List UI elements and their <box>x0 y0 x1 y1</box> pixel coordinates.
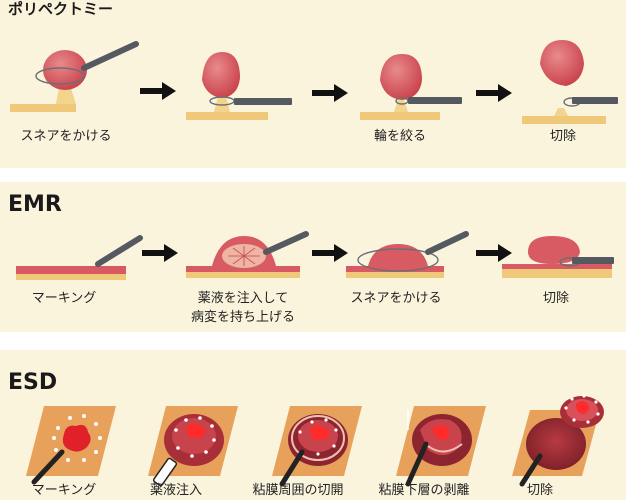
caption-polypectomy-resect: 切除 <box>549 129 577 144</box>
section-band-polypectomy <box>0 0 626 168</box>
caption-emr-resect: 切除 <box>542 291 570 306</box>
esd-step-1-figure <box>26 406 116 485</box>
emr-step-1-figure <box>16 235 143 280</box>
section-title-polypectomy: ポリペクトミー <box>8 0 114 18</box>
esd-step-2-figure <box>148 406 238 487</box>
arrow-3 <box>476 84 512 102</box>
emr-step-3-figure <box>346 231 469 278</box>
polypectomy-step-4-figure <box>522 40 618 124</box>
arrow-5 <box>312 244 348 262</box>
caption-polypectomy-snare: スネアをかける <box>20 129 112 144</box>
caption-esd-resect: 切除 <box>526 483 554 498</box>
arrow-4 <box>142 244 178 262</box>
caption-esd-dissection: 粘膜下層の剥離 <box>378 483 470 498</box>
arrow-6 <box>476 244 512 262</box>
polypectomy-step-3-figure <box>360 54 462 120</box>
caption-emr-marking: マーキング <box>31 291 97 306</box>
caption-esd-marking: マーキング <box>31 483 97 498</box>
arrow-1 <box>140 82 176 100</box>
caption-emr-inject-line2: 病変を持ち上げる <box>190 310 296 325</box>
esd-step-5-figure <box>512 394 604 487</box>
esd-step-4-figure <box>396 406 486 487</box>
caption-polypectomy-tighten: 輪を絞る <box>373 129 427 144</box>
section-title-esd: ESD <box>8 370 58 395</box>
polypectomy-step-1-figure <box>10 41 139 112</box>
arrow-2 <box>312 84 348 102</box>
caption-esd-inject: 薬液注入 <box>149 483 203 498</box>
caption-emr-inject-line1: 薬液を注入して <box>197 291 289 306</box>
emr-step-2-figure <box>186 231 309 278</box>
section-title-emr: EMR <box>8 192 62 217</box>
caption-esd-incision: 粘膜周囲の切開 <box>252 483 344 498</box>
emr-step-4-figure <box>502 236 614 278</box>
caption-emr-snare: スネアをかける <box>350 291 442 306</box>
esd-step-3-figure <box>272 406 362 487</box>
polypectomy-step-2-figure <box>186 52 292 120</box>
